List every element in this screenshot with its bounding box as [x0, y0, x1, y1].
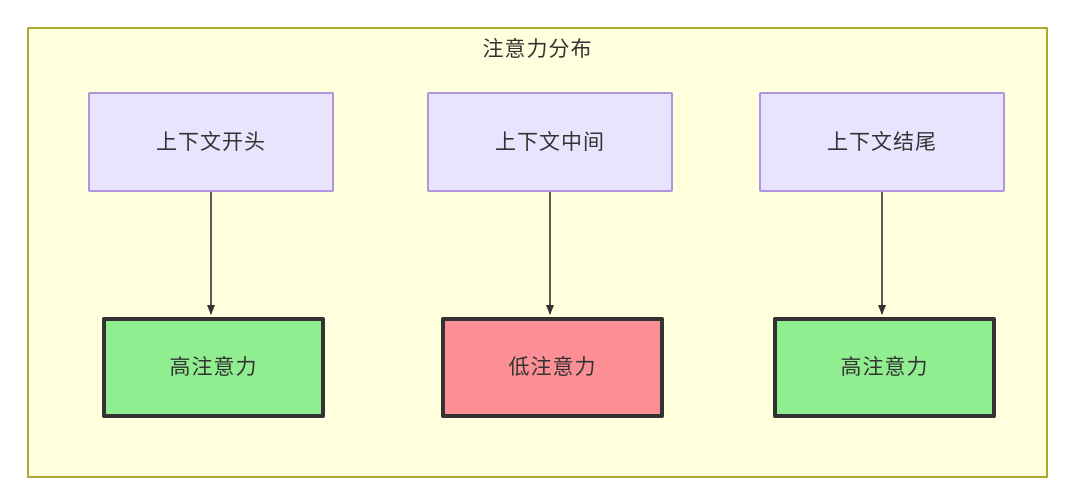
node-attention-middle-label: 低注意力 — [508, 355, 597, 379]
node-context-start-label: 上下文开头 — [156, 129, 266, 154]
node-context-middle-label: 上下文中间 — [495, 129, 605, 154]
diagram-title: 注意力分布 — [482, 37, 593, 61]
node-attention-start-label: 高注意力 — [169, 355, 258, 379]
node-attention-end-label: 高注意力 — [840, 355, 929, 379]
node-context-middle[interactable]: 上下文中间 — [427, 92, 673, 192]
node-context-end[interactable]: 上下文结尾 — [759, 92, 1005, 192]
node-context-start[interactable]: 上下文开头 — [88, 92, 334, 192]
node-attention-end[interactable]: 高注意力 — [773, 317, 996, 418]
node-context-end-label: 上下文结尾 — [827, 129, 937, 154]
node-attention-middle[interactable]: 低注意力 — [441, 317, 664, 418]
node-attention-start[interactable]: 高注意力 — [102, 317, 325, 418]
